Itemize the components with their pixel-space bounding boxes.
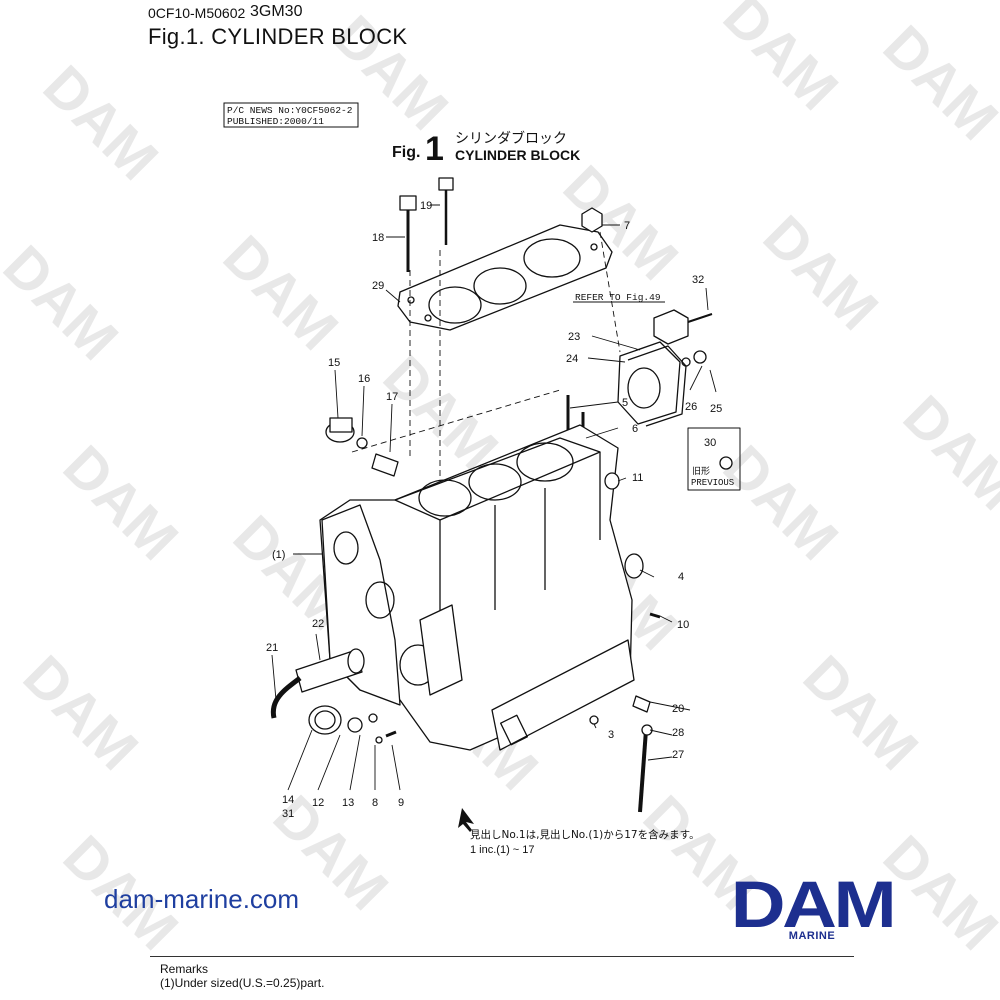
callout-7: 7: [624, 220, 630, 232]
callout-22: 22: [312, 618, 324, 630]
remarks-text: (1)Under sized(U.S.=0.25)part.: [160, 976, 325, 990]
callout-28: 28: [672, 727, 684, 739]
previous-jp: 旧形: [692, 465, 710, 477]
core-plug-large: [624, 553, 644, 579]
gasket-bore-1: [428, 286, 482, 324]
website-link[interactable]: dam-marine.com: [104, 884, 300, 914]
callout-21: 21: [266, 642, 278, 654]
thermostat-cover: [617, 341, 681, 425]
bent-pipe: [270, 675, 302, 719]
callout-4: 4: [678, 571, 684, 583]
logo-word: DAM: [730, 867, 897, 941]
callout-6: 6: [632, 423, 638, 435]
callout-17: 17: [386, 391, 398, 403]
note-english: 1 inc.(1) ~ 17: [470, 844, 535, 856]
title-japanese: シリンダブロック: [455, 130, 567, 147]
head-gasket: [397, 224, 613, 331]
news-line-2: PUBLISHED:2000/11: [227, 116, 324, 127]
callout-3: 3: [608, 729, 614, 741]
news-line-1: P/C NEWS No:Y0CF5062-2: [227, 105, 353, 116]
water-pipe: [295, 649, 363, 693]
drain-cock: [632, 695, 651, 713]
cover-plate: [419, 604, 463, 696]
cap: [347, 717, 363, 733]
callout-14: 14: [282, 794, 294, 806]
figure-title: Fig.1. CYLINDER BLOCK: [148, 24, 408, 49]
callout-26: 26: [685, 401, 697, 413]
block-bore-1: [418, 479, 472, 517]
callout-27: 27: [672, 749, 684, 761]
seal-ring: [308, 705, 342, 735]
footer-divider: [150, 956, 854, 957]
dowel-pin: [649, 612, 661, 619]
nut: [581, 207, 603, 233]
callout-29: 29: [372, 280, 384, 292]
remarks-title: Remarks: [160, 962, 209, 976]
fig-label: Fig.: [392, 144, 420, 161]
dam-marine-logo: DAM MARINE: [727, 867, 897, 948]
side-flange: [491, 639, 635, 751]
callout-25: 25: [710, 403, 722, 415]
fitting: [371, 453, 399, 477]
previous-box: [687, 427, 741, 491]
callout-18: 18: [372, 232, 384, 244]
o-ring: [368, 713, 378, 723]
engine-model: 3GM30: [250, 3, 303, 20]
core-plug-small: [604, 472, 620, 490]
callout-24: 24: [566, 353, 578, 365]
cylinder-block: [319, 424, 633, 751]
note-japanese: 見出しNo.1は,見出しNo.(1)から17を含みます。: [470, 828, 700, 841]
callout-20: 20: [672, 703, 684, 715]
title-english: CYLINDER BLOCK: [455, 147, 580, 163]
plug-small: [589, 715, 599, 725]
news-box: [223, 102, 359, 128]
sensor-block: [653, 309, 689, 345]
callout-19: 19: [420, 200, 432, 212]
callout-9: 9: [398, 797, 404, 809]
washer: [356, 437, 368, 449]
pin: [385, 730, 397, 738]
direction-arrow: [458, 808, 474, 832]
callout-10: 10: [677, 619, 689, 631]
previous-part-number: 30: [704, 437, 716, 449]
callout-5: 5: [622, 397, 628, 409]
drain-pipe: [638, 729, 648, 813]
block-bore-2: [468, 463, 522, 501]
callout-11: 11: [632, 472, 643, 484]
previous-en: PREVIOUS: [691, 478, 734, 488]
gasket-bore-2: [473, 267, 527, 305]
callout-31: 31: [282, 808, 294, 820]
callout-12: 12: [312, 797, 324, 809]
callout-16: 16: [358, 373, 370, 385]
fig-number: 1: [425, 130, 444, 168]
block-bore-3: [516, 442, 574, 482]
document-code: 0CF10-M50602: [148, 5, 246, 21]
callout-32: 32: [692, 274, 704, 286]
callout-8: 8: [372, 797, 378, 809]
callout-1-paren: (1): [272, 549, 285, 561]
callout-13: 13: [342, 797, 354, 809]
callout-23: 23: [568, 331, 580, 343]
gasket-bore-3: [523, 238, 581, 278]
callout-15: 15: [328, 357, 340, 369]
logo-subtitle: MARINE: [788, 930, 836, 942]
refer-note: REFER TO Fig.49: [575, 292, 661, 303]
